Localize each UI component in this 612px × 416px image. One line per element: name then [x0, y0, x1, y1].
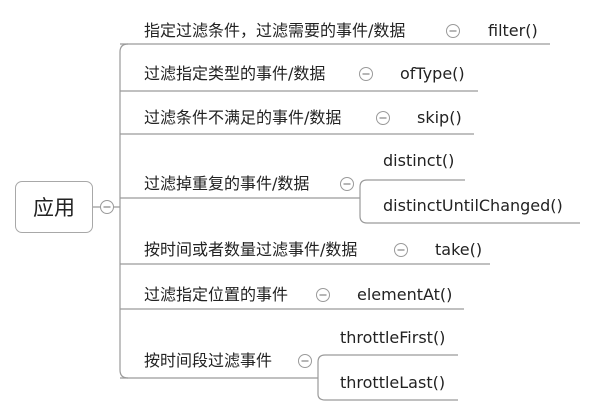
- collapse-toggle-1[interactable]: [446, 24, 460, 38]
- collapse-toggle-7[interactable]: [298, 354, 312, 368]
- collapse-toggle-3[interactable]: [376, 111, 390, 125]
- op-label-filter[interactable]: filter(): [488, 21, 538, 40]
- root-label: 应用: [33, 196, 75, 220]
- branch-label-filter-position[interactable]: 过滤指定位置的事件: [144, 285, 289, 304]
- sub-connector-distinct-2: [359, 198, 580, 224]
- branch-label-filter-condition[interactable]: 指定过滤条件，过滤需要的事件/数据: [144, 21, 406, 40]
- spine-upper: [119, 43, 129, 207]
- op-label-skip[interactable]: skip(): [417, 108, 462, 127]
- collapse-toggle-5[interactable]: [394, 243, 408, 257]
- spine-lower: [119, 207, 129, 379]
- op-label-take[interactable]: take(): [435, 240, 483, 259]
- op-label-oftype[interactable]: ofType(): [400, 64, 465, 83]
- sub-connector-throttle-2: [317, 378, 458, 401]
- collapse-toggle-6[interactable]: [316, 288, 330, 302]
- collapse-toggle-root[interactable]: [100, 200, 114, 214]
- branch-label-filter-unsatisfied[interactable]: 过滤条件不满足的事件/数据: [144, 108, 342, 127]
- branch-label-filter-time-count[interactable]: 按时间或者数量过滤事件/数据: [144, 240, 358, 259]
- op-label-distinct[interactable]: distinct(): [383, 151, 455, 170]
- branch-label-filter-duplicates[interactable]: 过滤掉重复的事件/数据: [144, 174, 310, 193]
- sub-connector-distinct: [359, 179, 465, 198]
- op-label-distinct-until-changed[interactable]: distinctUntilChanged(): [383, 196, 563, 215]
- sub-connector-throttle: [317, 354, 458, 378]
- op-label-elementat[interactable]: elementAt(): [357, 285, 453, 304]
- root-node[interactable]: 应用: [15, 181, 93, 233]
- branch-label-filter-type[interactable]: 过滤指定类型的事件/数据: [144, 64, 326, 83]
- branch-label-filter-time-period[interactable]: 按时间段过滤事件: [144, 351, 273, 370]
- op-label-throttlefirst[interactable]: throttleFirst(): [340, 328, 446, 347]
- collapse-toggle-2[interactable]: [359, 67, 373, 81]
- op-label-throttlelast[interactable]: throttleLast(): [340, 373, 446, 392]
- collapse-toggle-4[interactable]: [340, 177, 354, 191]
